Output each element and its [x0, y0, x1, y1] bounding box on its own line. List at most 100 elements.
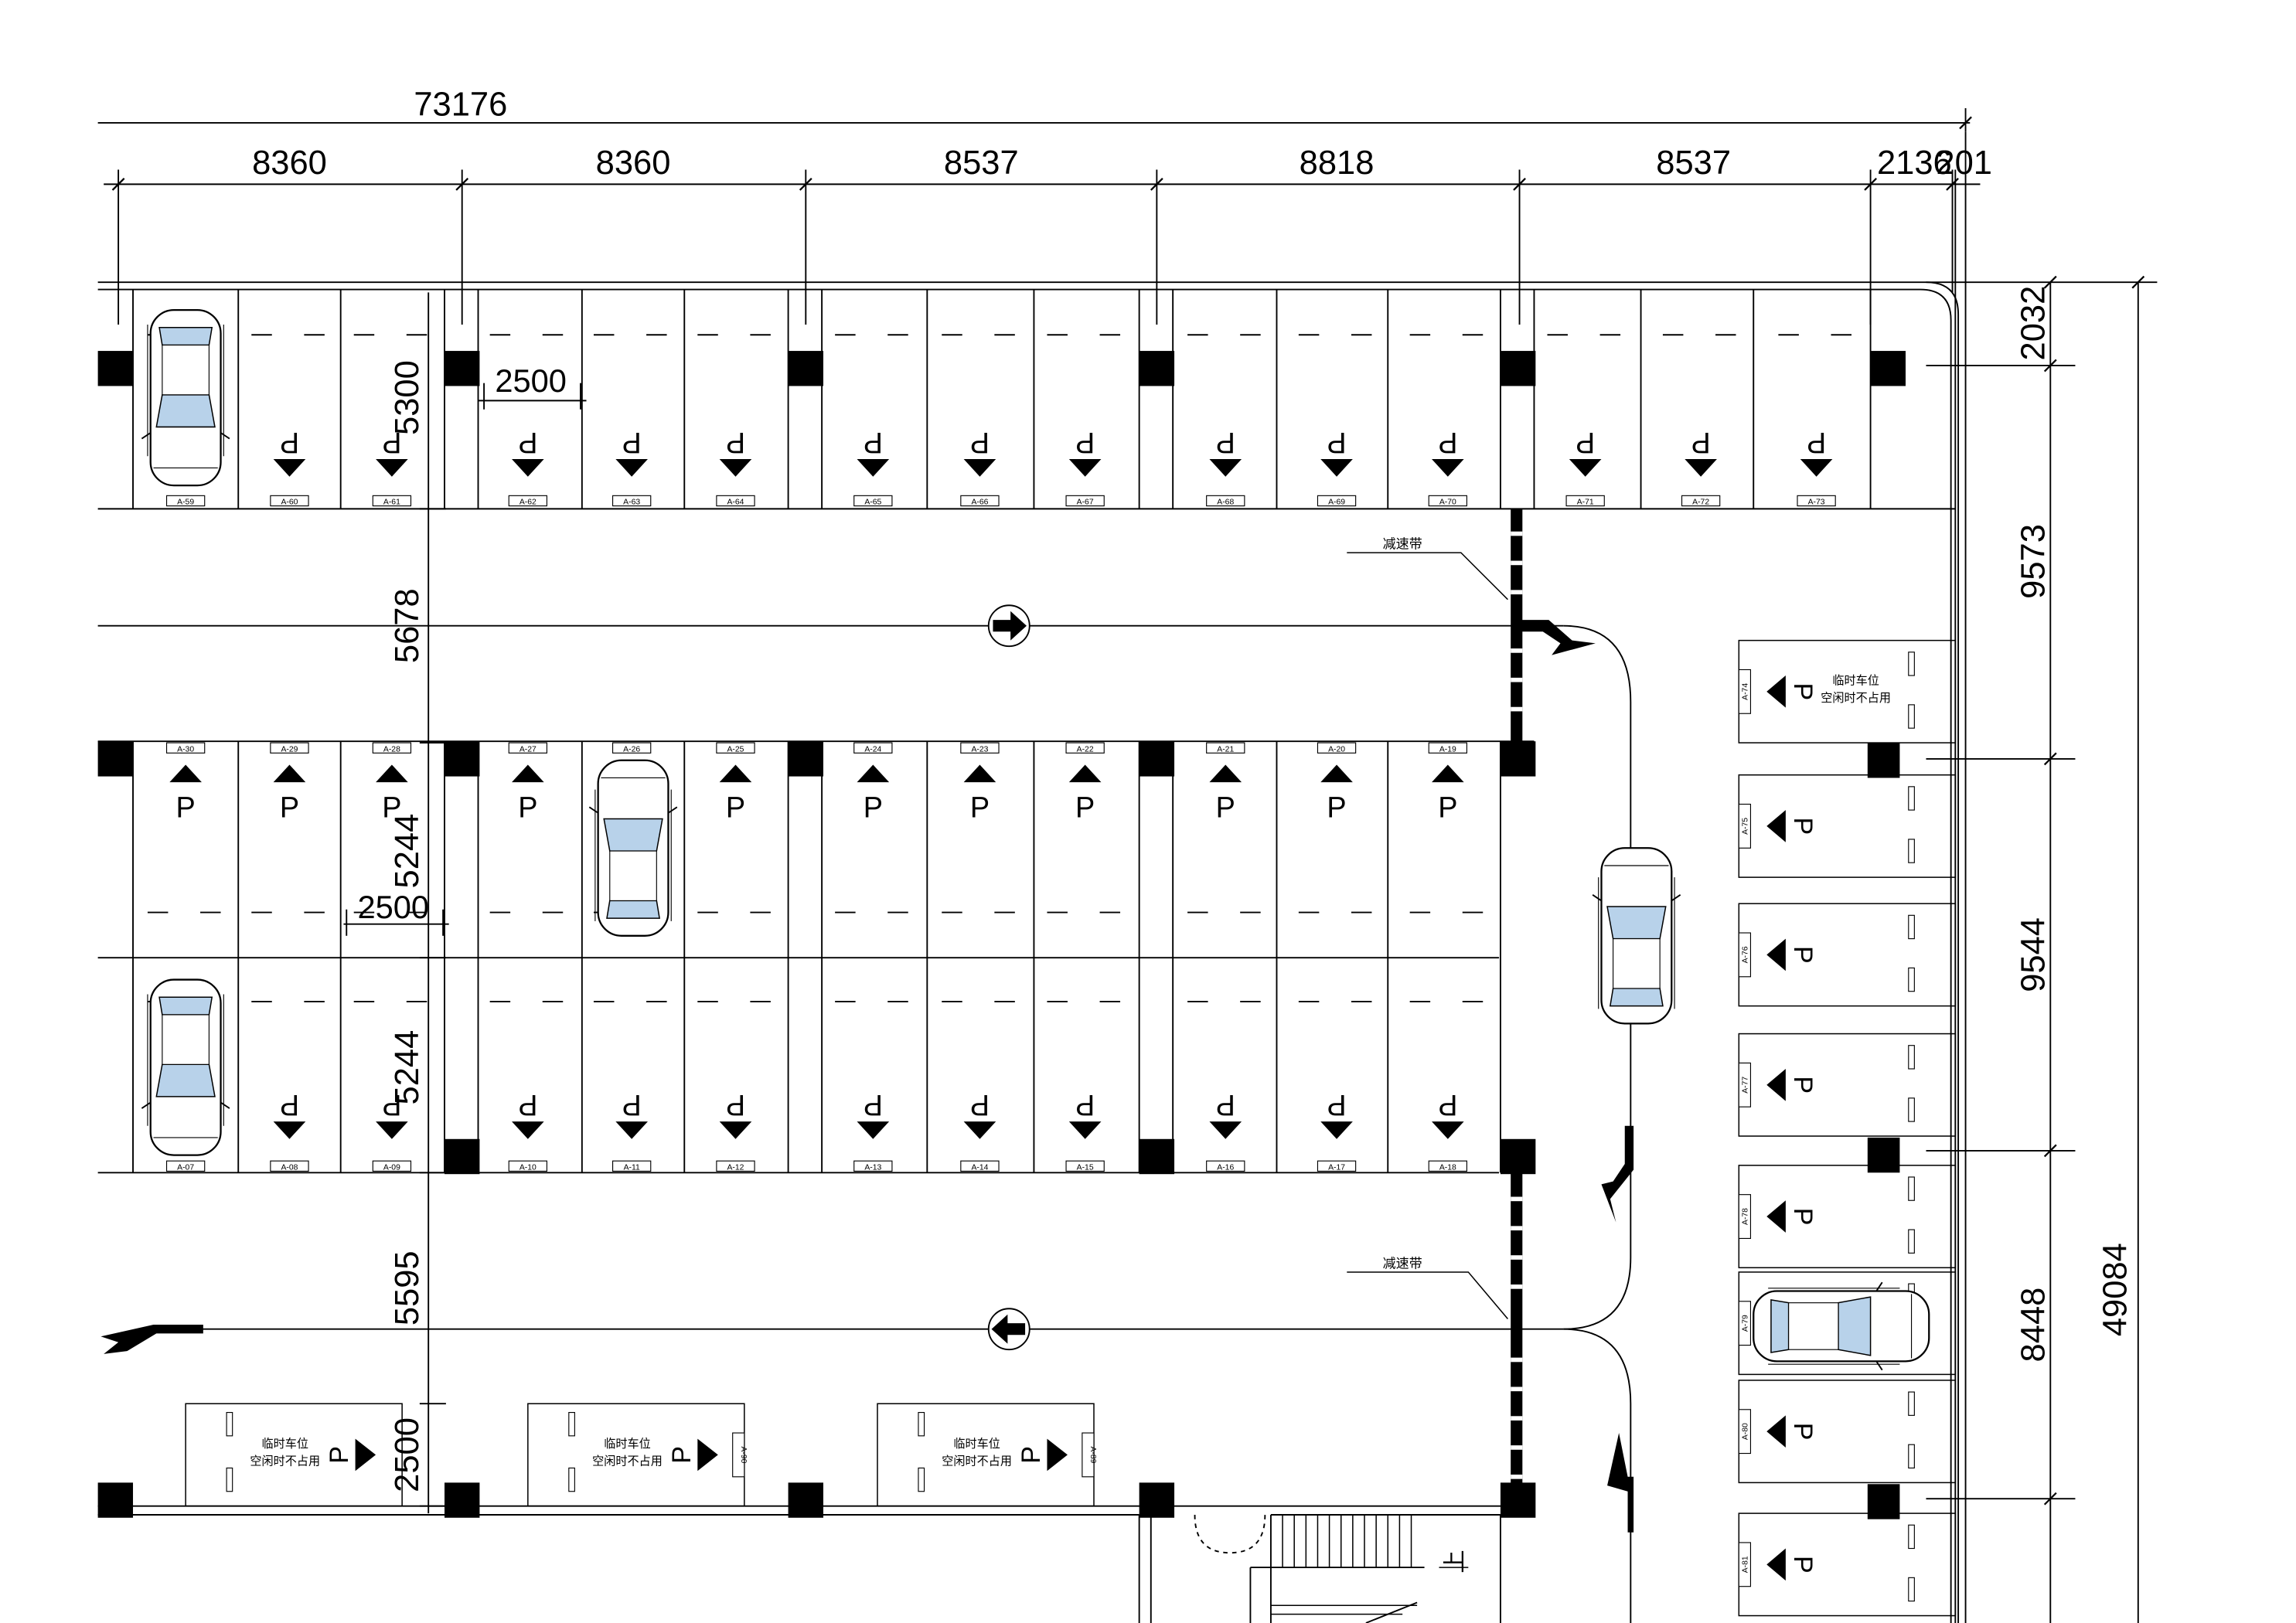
stall-number-tag: A-30: [165, 742, 206, 754]
top-dimension-lines: [97, 108, 1981, 1623]
svg-text:A-77: A-77: [1742, 1077, 1750, 1094]
svg-text:A-81: A-81: [1742, 1556, 1750, 1573]
down-arrow-icon: [719, 1121, 752, 1139]
parking-p-mark: P: [726, 1088, 745, 1121]
stall-number-tag: A-16: [1206, 1160, 1245, 1172]
down-arrow-icon: [857, 1121, 890, 1139]
svg-text:A-19: A-19: [1439, 745, 1456, 754]
stall-number-tag: A-24: [853, 742, 893, 754]
svg-text:A-79: A-79: [1742, 1315, 1750, 1332]
parking-p-mark: P: [970, 426, 990, 458]
svg-text:A-68: A-68: [1217, 498, 1234, 507]
up-arrow-icon: [1320, 764, 1353, 783]
dim-top-span: 8537: [1656, 145, 1731, 182]
svg-text:A-16: A-16: [1217, 1164, 1234, 1172]
parking-p-mark: P: [1788, 946, 1817, 964]
svg-text:A-07: A-07: [177, 1164, 194, 1172]
down-arrow-icon: [376, 459, 408, 477]
temp-stall-label: 空闲时不占用: [250, 1455, 320, 1468]
temp-stall-label: 临时车位: [262, 1438, 309, 1451]
stall-number-tag: A-17: [1317, 1160, 1357, 1172]
left-arrow-icon: [1766, 1415, 1786, 1448]
up-arrow-icon: [512, 764, 544, 783]
structure-lines: [97, 281, 1960, 1623]
down-arrow-icon: [615, 459, 648, 477]
top-dimension-text: 73176 8360 8360 8537 8818 8537 2136 201: [252, 86, 1992, 182]
parking-p-mark: P: [1691, 426, 1711, 458]
down-arrow-icon: [1800, 459, 1833, 477]
parking-p-mark: P: [1788, 683, 1817, 701]
svg-text:A-15: A-15: [1077, 1164, 1094, 1172]
dim-left-span: 5244: [389, 814, 426, 889]
down-arrow-icon: [1320, 459, 1353, 477]
stair-treads: [1270, 1515, 1469, 1615]
down-arrow-icon: [1685, 459, 1717, 477]
svg-text:A-18: A-18: [1439, 1164, 1456, 1172]
down-arrow-icon: [512, 459, 544, 477]
stall-number-tag: A-15: [1065, 1160, 1105, 1172]
dim-top-span: 201: [1936, 145, 1992, 182]
stall-number-tag: A-28: [372, 742, 412, 754]
left-dimension-text: 5300 5678 5244 5244 5595 2500: [389, 360, 426, 1492]
down-arrow-icon: [963, 459, 996, 477]
svg-text:A-10: A-10: [519, 1164, 537, 1172]
parking-p-mark: P: [622, 426, 642, 458]
down-arrow-icon: [1209, 459, 1242, 477]
dim-top-span: 8360: [252, 145, 327, 182]
car-icon: [141, 308, 230, 487]
down-arrow-icon: [1209, 1121, 1242, 1139]
svg-text:A-69: A-69: [1328, 498, 1345, 507]
temp-stall-label: 临时车位: [1832, 674, 1879, 687]
stall-number-tag: A-72: [1681, 495, 1721, 507]
parking-p-mark: P: [667, 1446, 697, 1464]
stall-number-tag: A-26: [612, 742, 652, 754]
dim-right-total: 49084: [2097, 1243, 2134, 1336]
up-arrow-icon: [963, 764, 996, 783]
stall-number-tag: A-67: [1065, 495, 1105, 507]
stall-width-callouts: [343, 383, 587, 936]
dim-left-span: 5244: [389, 1030, 426, 1105]
right-dimension-text: 2032 9573 9544 8448 49084: [2015, 286, 2134, 1363]
svg-text:A-75: A-75: [1742, 818, 1750, 835]
parking-p-mark: P: [1075, 792, 1095, 825]
up-arrow-icon: [1068, 764, 1102, 783]
parking-p-mark: P: [864, 1088, 883, 1121]
lane-arrow-right-circle: [987, 604, 1030, 648]
parking-p-mark: P: [970, 792, 990, 825]
stall-number-tag: A-19: [1428, 742, 1467, 754]
dim-right-span: 9544: [2015, 917, 2052, 992]
stall-number-tag: A-71: [1565, 495, 1605, 507]
down-arrow-icon: [719, 459, 752, 477]
parking-p-mark: P: [518, 792, 537, 825]
parking-p-mark: P: [1075, 426, 1095, 458]
speed-bump-label: 减速带: [1383, 536, 1422, 551]
dim-left-span: 2500: [389, 1417, 426, 1492]
down-arrow-icon: [376, 1121, 408, 1139]
left-arrow-icon: [1766, 1068, 1786, 1101]
up-arrow-icon: [719, 764, 752, 783]
svg-text:A-65: A-65: [864, 498, 881, 507]
speed-bump-leaders: [1347, 552, 1508, 1319]
parking-p-mark: P: [864, 426, 883, 458]
svg-text:A-27: A-27: [519, 745, 537, 754]
left-arrow-icon: [1766, 1200, 1786, 1233]
dim-stall-width: 2500: [495, 362, 567, 399]
dim-right-span: 8448: [2015, 1288, 2052, 1363]
parking-p-mark: P: [1438, 792, 1457, 825]
car-icon: [1753, 1281, 1930, 1371]
dim-right-span: 9573: [2015, 524, 2052, 599]
svg-text:A-70: A-70: [1439, 498, 1456, 507]
svg-text:A-11: A-11: [624, 1164, 640, 1172]
svg-text:A-78: A-78: [1742, 1208, 1750, 1225]
stall-number-tag: A-13: [853, 1160, 893, 1172]
parking-p-mark: P: [1438, 1088, 1457, 1121]
lane-arrow-left-circle: [987, 1308, 1030, 1351]
svg-text:A-74: A-74: [1742, 683, 1750, 700]
temp-stall-label: 临时车位: [604, 1438, 651, 1451]
